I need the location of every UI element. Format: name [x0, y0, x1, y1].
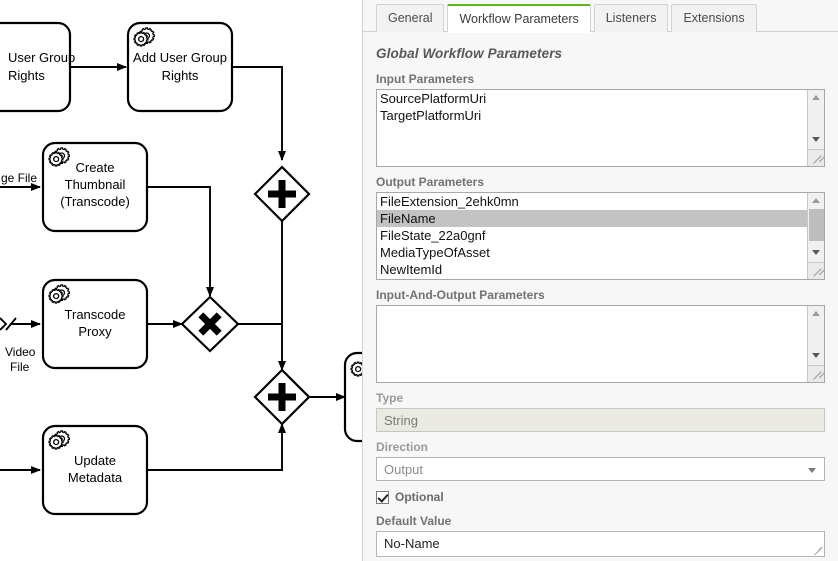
input-and-output-parameters-scrollbar[interactable] — [807, 306, 824, 382]
tab-general[interactable]: General — [376, 4, 445, 32]
direction-select[interactable]: Output — [376, 457, 825, 481]
bpmn-diagram-canvas[interactable]: User Group Rights Add User Group Rights — [0, 0, 362, 561]
task-label: Add User Group — [133, 50, 227, 65]
input-and-output-parameters-field: Input-And-Output Parameters — [376, 288, 825, 383]
section-title: Global Workflow Parameters — [376, 46, 563, 61]
parallel-plus-icon — [268, 180, 296, 208]
flow-metadata-to-parallel-bottom — [147, 423, 286, 471]
list-item[interactable]: TargetPlatformUri — [380, 108, 482, 123]
output-parameters-listbox[interactable]: FileExtension_2ehk0mn FileName FileState… — [376, 192, 825, 280]
list-item[interactable]: SourcePlatformUri — [380, 91, 487, 106]
flow-marker-chevron — [0, 317, 8, 331]
flow-thumbnail-to-exclusive — [147, 186, 214, 297]
output-parameters-field: Output Parameters FileExtension_2ehk0mn … — [376, 175, 825, 280]
default-value-input[interactable]: No-Name — [376, 531, 825, 557]
scroll-down-icon[interactable] — [808, 132, 824, 148]
task-label: (Transcode) — [60, 194, 130, 209]
input-and-output-parameters-listbox[interactable] — [376, 305, 825, 383]
chevron-down-icon — [808, 468, 816, 473]
task-label: Rights — [162, 68, 199, 83]
tab-workflow-parameters[interactable]: Workflow Parameters — [447, 4, 591, 33]
output-parameters-options: FileExtension_2ehk0mn FileName FileState… — [377, 193, 807, 279]
input-and-output-parameters-options — [377, 306, 807, 382]
tab-extensions[interactable]: Extensions — [671, 4, 757, 32]
service-gear-icon — [48, 430, 70, 450]
output-parameters-scrollbar[interactable] — [807, 193, 824, 279]
service-gear-icon — [48, 147, 70, 167]
optional-checkbox[interactable] — [376, 490, 389, 504]
properties-tab-strip: General Workflow Parameters Listeners Ex… — [363, 0, 838, 33]
scroll-down-icon[interactable] — [808, 245, 824, 261]
image-file-label: ge File — [1, 171, 37, 185]
task-set-user-group-rights[interactable]: User Group Rights — [0, 21, 75, 113]
gateway-parallel-bottom[interactable] — [253, 368, 311, 426]
scroll-up-icon[interactable] — [808, 90, 824, 106]
type-label: Type — [376, 391, 404, 405]
list-item[interactable]: MediaTypeOfAsset — [380, 245, 490, 260]
input-parameters-scrollbar[interactable] — [807, 90, 824, 166]
scrollbar-thumb[interactable] — [809, 209, 824, 241]
task-update-metadata[interactable]: Update Metadata — [41, 424, 149, 516]
optional-label[interactable]: Optional — [395, 490, 444, 504]
gateway-parallel-top[interactable] — [253, 165, 311, 223]
video-file-label: Video — [5, 345, 36, 359]
task-next-cutoff[interactable] — [343, 351, 362, 443]
task-label: Metadata — [68, 470, 123, 485]
task-label: User Group — [8, 50, 75, 65]
type-field: Type String — [376, 391, 825, 432]
task-label: Rights — [8, 68, 45, 83]
properties-panel: General Workflow Parameters Listeners Ex… — [362, 0, 838, 561]
task-label: Create — [75, 160, 114, 175]
output-parameters-label: Output Parameters — [376, 175, 485, 189]
input-parameters-label: Input Parameters — [376, 72, 475, 86]
properties-panel-body: Global Workflow Parameters Input Paramet… — [363, 32, 838, 557]
parallel-plus-icon — [268, 383, 296, 411]
default-value-label: Default Value — [376, 514, 452, 528]
direction-field: Direction Output — [376, 440, 825, 481]
bpmn-diagram-svg: User Group Rights Add User Group Rights — [0, 21, 362, 516]
flow-add-to-parallel-top — [232, 66, 286, 161]
direction-label: Direction — [376, 440, 429, 454]
optional-field: Optional — [376, 490, 825, 504]
task-label: Update — [74, 453, 116, 468]
direction-selected-value: Output — [384, 462, 424, 477]
task-label: Proxy — [78, 324, 112, 339]
input-parameters-listbox[interactable]: SourcePlatformUri TargetPlatformUri — [376, 89, 825, 167]
list-item[interactable]: FileState_22a0gnf — [380, 228, 486, 243]
list-item[interactable]: NewItemId — [380, 262, 443, 277]
list-item[interactable]: FileExtension_2ehk0mn — [380, 194, 519, 209]
scroll-up-icon[interactable] — [808, 193, 824, 209]
default-value-text: No-Name — [384, 536, 440, 551]
list-item-selected[interactable]: FileName — [377, 210, 807, 227]
service-gear-icon — [133, 27, 155, 47]
resize-grip-icon[interactable] — [807, 149, 824, 166]
task-label: Transcode — [65, 307, 126, 322]
resize-grip-icon[interactable] — [807, 365, 824, 382]
input-parameters-field: Input Parameters SourcePlatformUri Targe… — [376, 72, 825, 167]
service-gear-icon — [350, 361, 362, 377]
task-create-thumbnail-transcode[interactable]: Create Thumbnail (Transcode) — [41, 141, 149, 233]
task-transcode-proxy[interactable]: Transcode Proxy — [41, 278, 149, 370]
sequence-flows — [0, 63, 346, 474]
service-gear-icon — [48, 284, 70, 304]
task-label: Thumbnail — [65, 177, 126, 192]
scroll-up-icon[interactable] — [808, 306, 824, 322]
type-value: String — [376, 408, 825, 432]
tab-listeners[interactable]: Listeners — [593, 4, 669, 32]
input-and-output-parameters-label: Input-And-Output Parameters — [376, 288, 545, 302]
gateway-exclusive-middle[interactable] — [180, 295, 240, 353]
flow-marker-tick — [5, 317, 17, 331]
resize-grip-icon[interactable] — [813, 545, 823, 555]
resize-grip-icon[interactable] — [807, 262, 824, 279]
task-add-user-group-rights[interactable]: Add User Group Rights — [126, 21, 234, 113]
default-value-field: Default Value No-Name — [376, 514, 825, 557]
exclusive-x-icon — [198, 312, 222, 336]
scroll-down-icon[interactable] — [808, 348, 824, 364]
video-file-label: File — [10, 360, 30, 374]
input-parameters-options: SourcePlatformUri TargetPlatformUri — [377, 90, 807, 166]
